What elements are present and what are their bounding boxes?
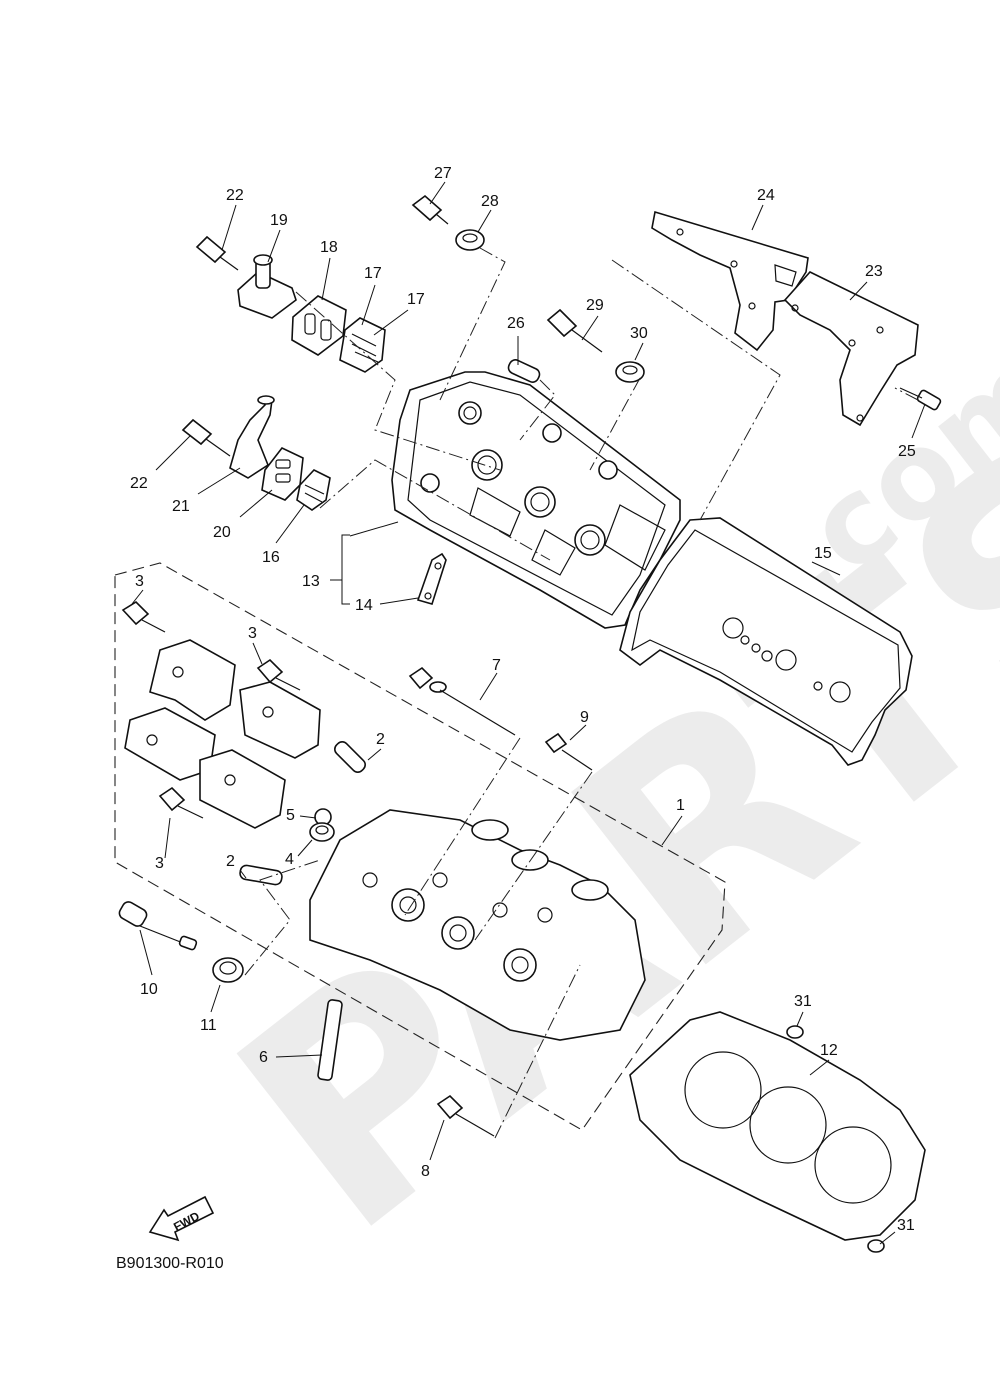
callout-23: 23 bbox=[865, 263, 883, 280]
callout-2-lower: 2 bbox=[226, 853, 235, 870]
callout-2-upper: 2 bbox=[376, 731, 385, 748]
callout-19: 19 bbox=[270, 212, 288, 229]
assembly-outline bbox=[114, 562, 726, 1131]
part-10-valve bbox=[118, 901, 198, 951]
part-31-dowel-lower bbox=[867, 1239, 885, 1253]
callout-1: 1 bbox=[676, 797, 685, 814]
leader-lines bbox=[131, 181, 926, 1245]
callout-8: 8 bbox=[421, 1163, 430, 1180]
part-26-pin bbox=[507, 359, 541, 383]
part-4-plug bbox=[309, 822, 335, 842]
part-20-plate bbox=[261, 447, 304, 501]
part-8-bolt bbox=[436, 1094, 495, 1137]
part-31-dowel-upper bbox=[786, 1025, 804, 1039]
callout-15: 15 bbox=[814, 545, 832, 562]
callout-labels: 1 2 2 3 3 3 4 5 6 7 8 9 10 11 12 13 14 1… bbox=[130, 165, 916, 1234]
callout-13: 13 bbox=[302, 573, 320, 590]
part-2-dowel-lower bbox=[239, 864, 283, 886]
part-9-sensor bbox=[544, 732, 593, 771]
part-16-reed bbox=[296, 469, 331, 511]
callout-31-upper: 31 bbox=[794, 993, 812, 1010]
part-22-bolt-lower bbox=[181, 418, 231, 457]
callout-17-right: 17 bbox=[407, 291, 425, 308]
part-3-bolts bbox=[121, 600, 301, 819]
callout-17-left: 17 bbox=[364, 265, 382, 282]
callout-24: 24 bbox=[757, 187, 775, 204]
part-12-head-gasket bbox=[629, 1011, 926, 1241]
part-29-bolt bbox=[546, 308, 603, 353]
part-18-plate bbox=[291, 295, 347, 356]
callout-7: 7 bbox=[492, 657, 501, 674]
part-11-seal bbox=[212, 957, 244, 983]
part-19-housing bbox=[237, 254, 297, 319]
callout-4: 4 bbox=[285, 851, 294, 868]
callout-5: 5 bbox=[286, 807, 295, 824]
part-28-grommet bbox=[455, 229, 485, 251]
callout-14: 14 bbox=[355, 597, 373, 614]
callout-20: 20 bbox=[213, 524, 231, 541]
part-15-gasket bbox=[619, 517, 913, 766]
callout-21: 21 bbox=[172, 498, 190, 515]
part-7-bolt bbox=[408, 666, 516, 736]
callout-9: 9 bbox=[580, 709, 589, 726]
callout-22-upper: 22 bbox=[226, 187, 244, 204]
fwd-arrow-icon: FWD bbox=[148, 1195, 215, 1242]
callout-3-middle: 3 bbox=[248, 625, 257, 642]
callout-27: 27 bbox=[434, 165, 452, 182]
callout-12: 12 bbox=[820, 1042, 838, 1059]
part-30-grommet bbox=[615, 361, 645, 383]
camshaft-caps bbox=[124, 639, 321, 829]
callout-22-lower: 22 bbox=[130, 475, 148, 492]
callout-16: 16 bbox=[262, 549, 280, 566]
part-24-plate bbox=[651, 210, 809, 352]
part-14-bracket bbox=[416, 552, 447, 605]
callout-29: 29 bbox=[586, 297, 604, 314]
callout-28: 28 bbox=[481, 193, 499, 210]
part-21-pipe bbox=[229, 395, 275, 479]
callout-3-top-left: 3 bbox=[135, 573, 144, 590]
callout-18: 18 bbox=[320, 239, 338, 256]
callout-10: 10 bbox=[140, 981, 158, 998]
part-27-bolt bbox=[411, 194, 449, 225]
callout-31-lower: 31 bbox=[897, 1217, 915, 1234]
part-6-stud bbox=[317, 999, 343, 1081]
callout-25: 25 bbox=[898, 443, 916, 460]
part-23-plate bbox=[783, 271, 919, 427]
callout-3-lower: 3 bbox=[155, 855, 164, 872]
assembly-paths bbox=[244, 247, 919, 1139]
callout-11: 11 bbox=[200, 1017, 217, 1034]
callout-6: 6 bbox=[259, 1049, 268, 1066]
part-2-dowel-upper bbox=[334, 741, 366, 773]
part-25-bolt bbox=[899, 387, 942, 411]
callout-30: 30 bbox=[630, 325, 648, 342]
part-22-bolt-upper bbox=[195, 235, 239, 271]
callout-26: 26 bbox=[507, 315, 525, 332]
diagram-code: B901300-R010 bbox=[116, 1255, 224, 1272]
part-1-cylinder-head bbox=[309, 809, 646, 1041]
part-17-reed-valves bbox=[339, 317, 386, 373]
